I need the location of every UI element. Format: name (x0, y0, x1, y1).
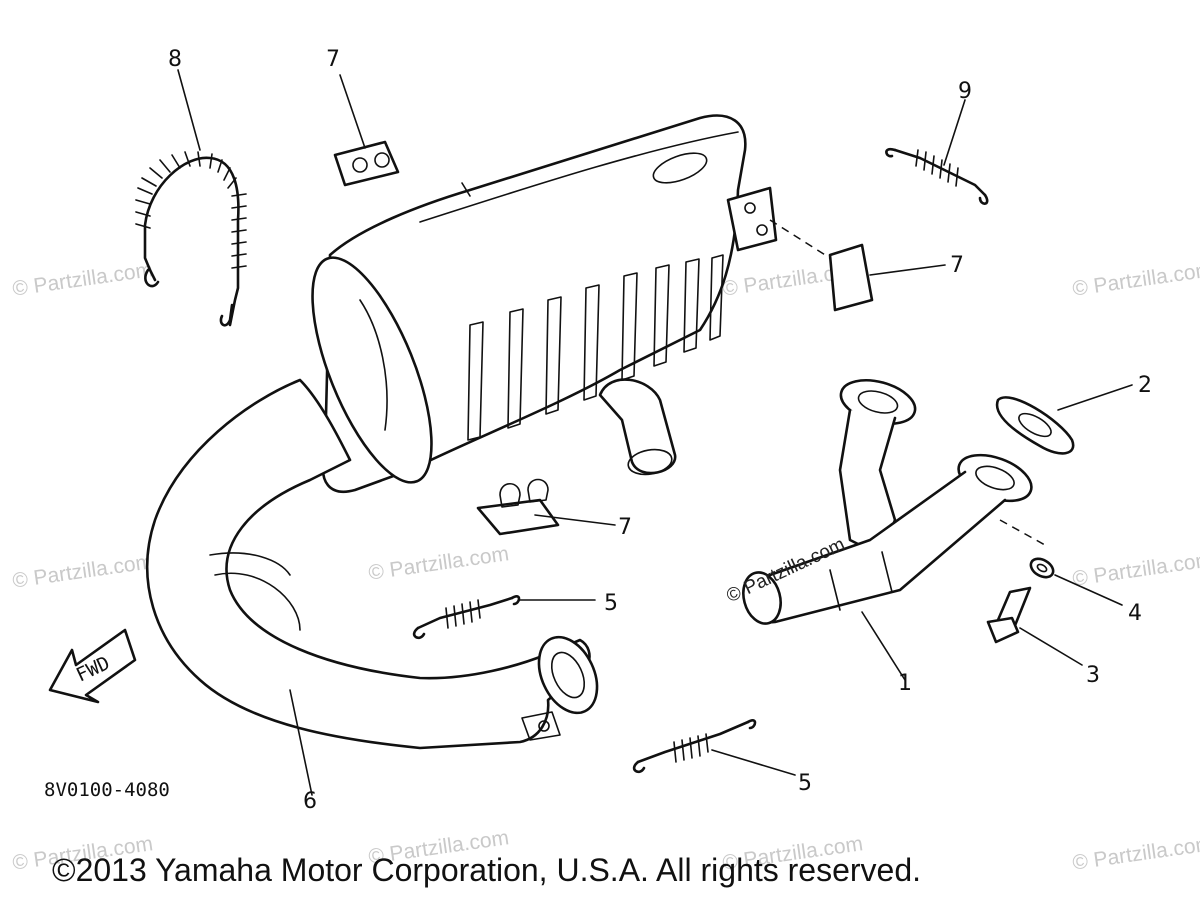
leader-lines (177, 69, 1133, 796)
exhaust-manifold (742, 379, 1033, 625)
callout-7-lower: 7 (618, 515, 632, 540)
bolt (986, 586, 1032, 644)
rubber-mount-top (333, 140, 400, 187)
callout-7-top: 7 (326, 47, 340, 72)
muffler-slots (467, 254, 724, 441)
callout-9: 9 (958, 79, 972, 104)
callout-6: 6 (303, 789, 317, 814)
callout-3: 3 (1086, 663, 1100, 688)
fwd-arrow: FWD (48, 628, 137, 704)
callout-8: 8 (168, 47, 182, 72)
callout-5-lower: 5 (798, 771, 812, 796)
copyright-notice: ©2013 Yamaha Motor Corporation, U.S.A. A… (52, 852, 922, 888)
washer (999, 519, 1055, 579)
spring-5-upper (412, 595, 521, 640)
spring-9 (885, 147, 989, 205)
damper-right (769, 219, 874, 312)
callout-2: 2 (1138, 373, 1152, 398)
exhaust-pipe (146, 378, 599, 750)
rubber-mount-lower (476, 478, 560, 536)
callout-1: 1 (898, 671, 912, 696)
spring-8 (135, 151, 247, 327)
callout-4: 4 (1128, 601, 1142, 626)
diagram-code: 8V0100-4080 (44, 779, 170, 801)
muffler (311, 114, 778, 493)
callout-5-upper: 5 (604, 591, 618, 616)
callout-7-right: 7 (950, 253, 964, 278)
gasket (995, 396, 1075, 455)
spring-5-lower (632, 719, 757, 774)
